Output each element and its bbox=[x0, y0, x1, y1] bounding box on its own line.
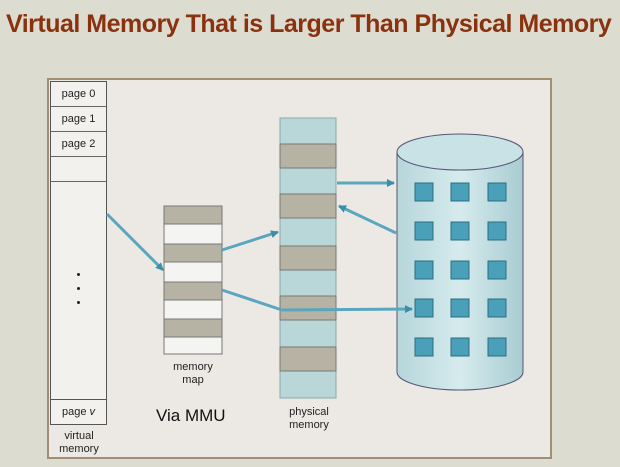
virtual-page-2: page 2 bbox=[51, 132, 106, 157]
slide-title: Virtual Memory That is Larger Than Physi… bbox=[6, 10, 612, 38]
arrows bbox=[105, 179, 413, 314]
page-v-var: v bbox=[89, 406, 96, 418]
arrow-map-to-disk-2 bbox=[281, 305, 413, 314]
virtual-page-v: page v bbox=[50, 399, 107, 425]
physical-memory-label-line2: memory bbox=[289, 419, 329, 431]
memory-map-label-line1: memory bbox=[173, 361, 213, 373]
memory-map-label-line2: map bbox=[182, 374, 204, 386]
virtual-page-1: page 1 bbox=[51, 107, 106, 132]
virtual-memory-label-line2: memory bbox=[59, 443, 99, 455]
arrow-vm-to-map bbox=[105, 212, 165, 272]
disk-blocks bbox=[414, 182, 507, 357]
ellipsis-dot bbox=[77, 273, 80, 276]
virtual-memory-label-line1: virtual bbox=[64, 430, 94, 442]
virtual-memory-label: virtual memory bbox=[47, 430, 111, 456]
page-v-prefix: page bbox=[61, 406, 90, 418]
virtual-page-0: page 0 bbox=[51, 82, 106, 107]
memory-map bbox=[163, 205, 223, 355]
ellipsis-dot bbox=[77, 287, 80, 290]
ellipsis-dot bbox=[77, 301, 80, 304]
physical-memory-label: physical memory bbox=[273, 406, 345, 432]
memory-map-label: memory map bbox=[160, 361, 226, 387]
arrow-disk-to-phys bbox=[338, 204, 397, 235]
virtual-page-empty bbox=[51, 157, 106, 182]
physical-memory bbox=[279, 117, 337, 399]
physical-memory-label-line1: physical bbox=[289, 406, 329, 418]
arrow-map-to-phys bbox=[221, 230, 279, 252]
virtual-memory-column: page 0 page 1 page 2 bbox=[50, 81, 107, 399]
arrow-map-to-disk bbox=[221, 288, 283, 312]
via-mmu-annotation: Via MMU bbox=[156, 406, 226, 425]
